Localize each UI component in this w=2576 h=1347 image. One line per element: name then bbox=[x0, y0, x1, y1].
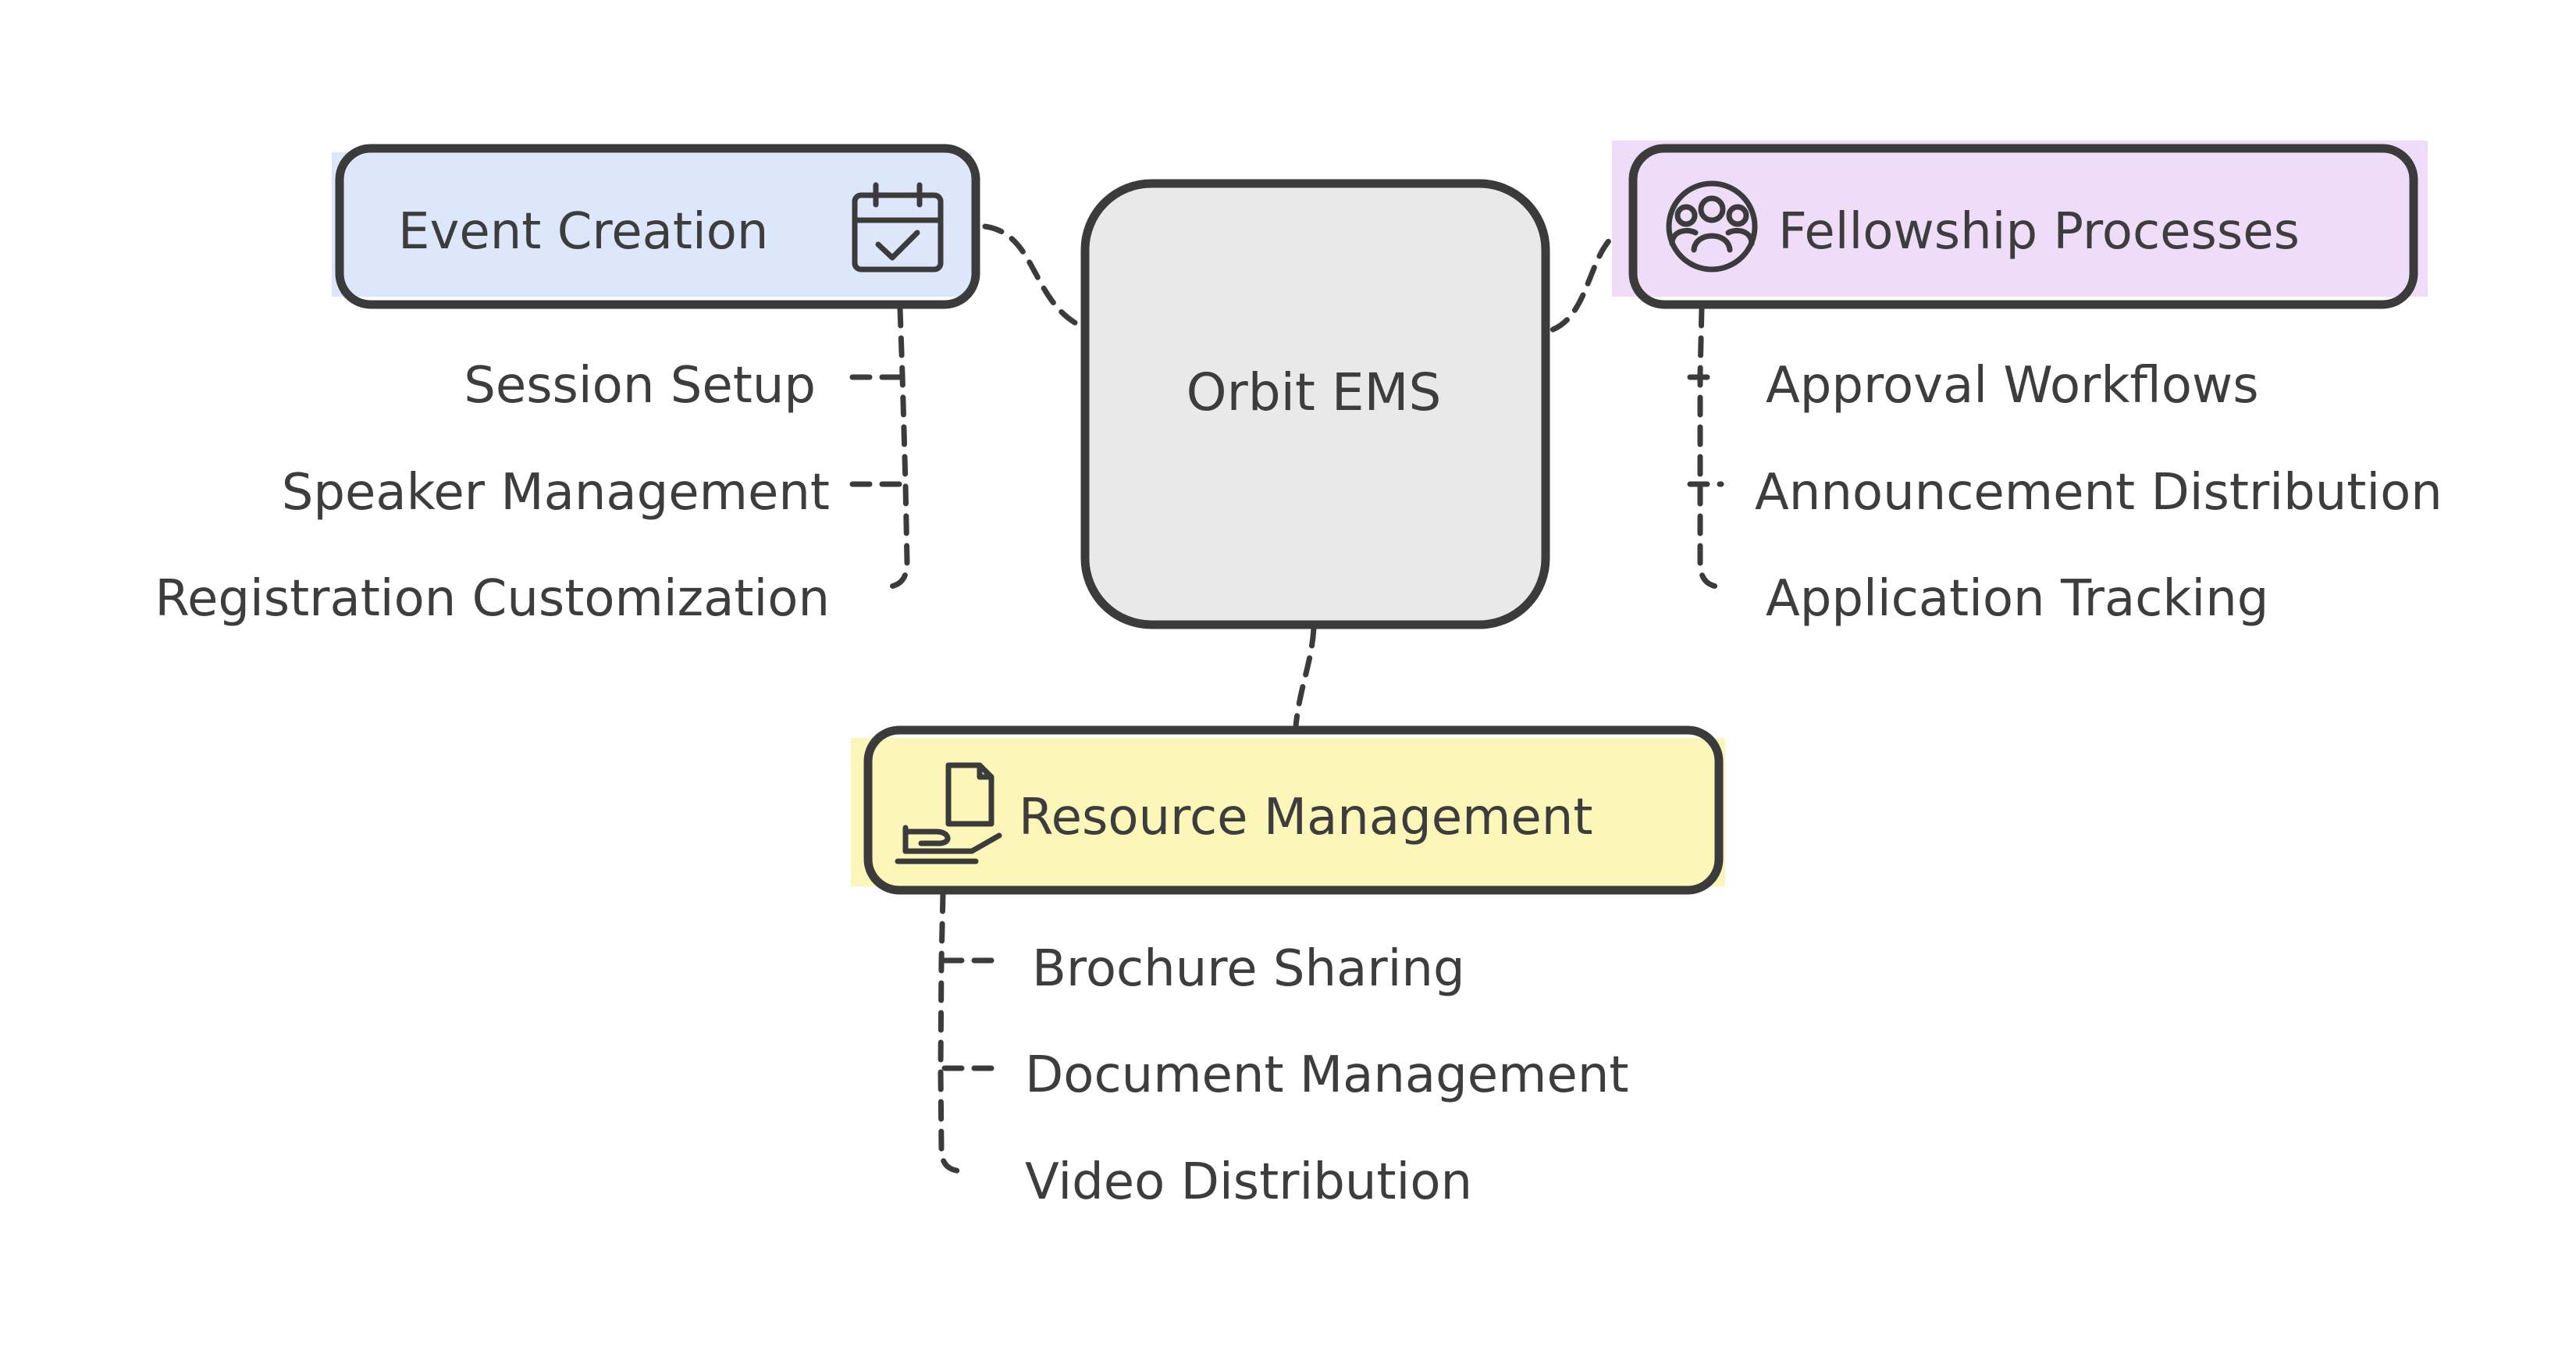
fellowship-processes-label: Fellowship Processes bbox=[1778, 203, 2300, 261]
people-group-icon bbox=[1666, 180, 1758, 273]
event-item-speaker-management: Speaker Management bbox=[282, 464, 830, 522]
fellowship-processes-outline bbox=[1628, 144, 2418, 309]
center-node-fill bbox=[1085, 184, 1546, 625]
center-node[interactable]: Orbit EMS bbox=[1080, 179, 1550, 629]
connector-center-resource bbox=[1293, 625, 1317, 729]
branch-event-creation[interactable]: Event Creation bbox=[332, 144, 980, 309]
connector-fellowship-items-trunk bbox=[1697, 305, 1728, 590]
event-creation-outline bbox=[335, 144, 980, 309]
connector-resource-items-trunk bbox=[938, 891, 970, 1174]
calendar-check-icon bbox=[852, 182, 944, 273]
fellowship-item-announcement-distribution: Announcement Distribution bbox=[1755, 464, 2443, 522]
center-node-label: Orbit EMS bbox=[1187, 362, 1442, 422]
fellowship-item-application-tracking: Application Tracking bbox=[1766, 570, 2268, 628]
hand-document-icon bbox=[895, 762, 1002, 864]
resource-item-document-management: Document Management bbox=[1025, 1046, 1629, 1104]
connector-center-event bbox=[982, 223, 1088, 331]
resource-management-label: Resource Management bbox=[1019, 789, 1592, 846]
resource-management-highlight bbox=[851, 738, 1725, 886]
fellowship-item-approval-workflows: Approval Workflows bbox=[1766, 357, 2259, 415]
center-node-outline bbox=[1080, 179, 1550, 629]
resource-item-video-distribution: Video Distribution bbox=[1025, 1153, 1472, 1211]
resource-item-brochure-sharing: Brochure Sharing bbox=[1032, 940, 1465, 998]
event-item-registration-customization: Registration Customization bbox=[155, 570, 830, 628]
branch-resource-management[interactable]: Resource Management bbox=[851, 725, 1725, 895]
event-item-session-setup: Session Setup bbox=[464, 357, 816, 415]
resource-management-outline bbox=[863, 725, 1724, 895]
event-creation-label: Event Creation bbox=[398, 203, 768, 261]
event-creation-highlight bbox=[332, 152, 972, 297]
connector-event-items-trunk bbox=[879, 305, 910, 590]
branch-fellowship-processes[interactable]: Fellowship Processes bbox=[1612, 141, 2428, 309]
